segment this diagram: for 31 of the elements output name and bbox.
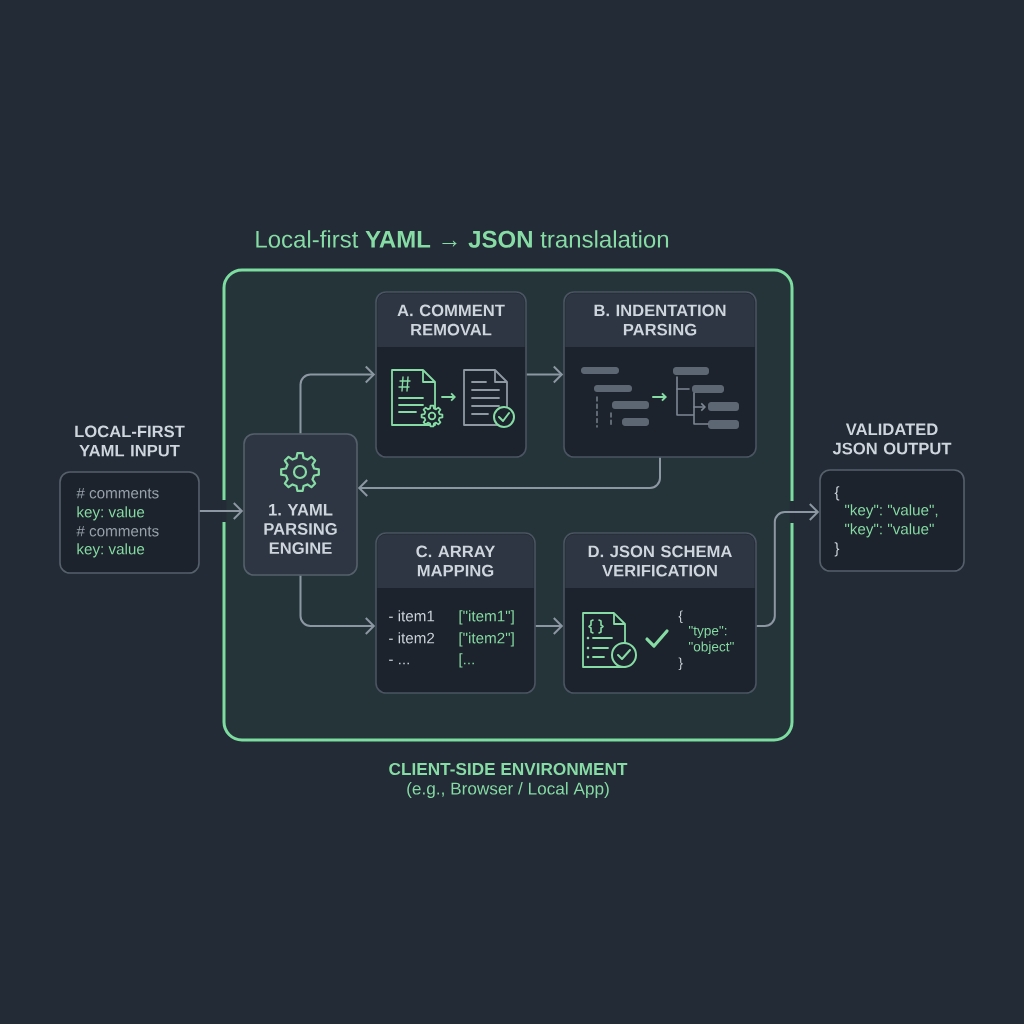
- frame-caption: (e.g., Browser / Local App): [407, 782, 609, 799]
- node-label: "key": "value": [845, 523, 934, 538]
- step-box: D. JSON SCHEMA VERIFICATION { "type": "object" }: [563, 532, 757, 694]
- title: Local-first YAML → JSON translalation: [256, 230, 669, 248]
- node-label: }: [678, 657, 683, 671]
- node-label: # comments: [76, 525, 159, 537]
- node-label: "object": [688, 641, 734, 655]
- code-box: { "key": "value", "key": "value" }: [819, 469, 965, 572]
- arrow: [534, 617, 564, 635]
- arrow: [755, 503, 820, 627]
- node-label: {: [678, 610, 683, 624]
- node-label: "type":: [688, 625, 727, 639]
- step-box: C. ARRAY MAPPING - item1 ["item1"] - item2 ["item2"] - ... [...: [375, 532, 536, 694]
- arrow: [525, 365, 564, 384]
- node-label: "key": "value",: [845, 504, 938, 519]
- step-box: B. INDENTATION PARSING: [563, 291, 757, 458]
- arrow: [357, 456, 661, 497]
- box-heading: LOCAL-FIRST YAML INPUT: [75, 425, 185, 457]
- box-heading: VALIDATED JSON OUTPUT: [832, 423, 952, 455]
- node-label: key: value: [77, 543, 145, 558]
- process-box: 1. YAML PARSING ENGINE: [243, 433, 358, 576]
- node-label: }: [834, 542, 840, 557]
- node-label: D. JSON SCHEMA VERIFICATION: [588, 545, 732, 577]
- node-label: {: [834, 486, 840, 501]
- arrow: [299, 574, 376, 635]
- code-box: # comments key: value # comments key: value: [59, 471, 200, 574]
- node-label: # comments: [76, 487, 159, 499]
- arrow: [198, 502, 244, 520]
- frame-heading: CLIENT-SIDE ENVIRONMENT: [389, 762, 628, 776]
- arrow: [299, 365, 376, 435]
- node-label: key: value: [77, 506, 145, 521]
